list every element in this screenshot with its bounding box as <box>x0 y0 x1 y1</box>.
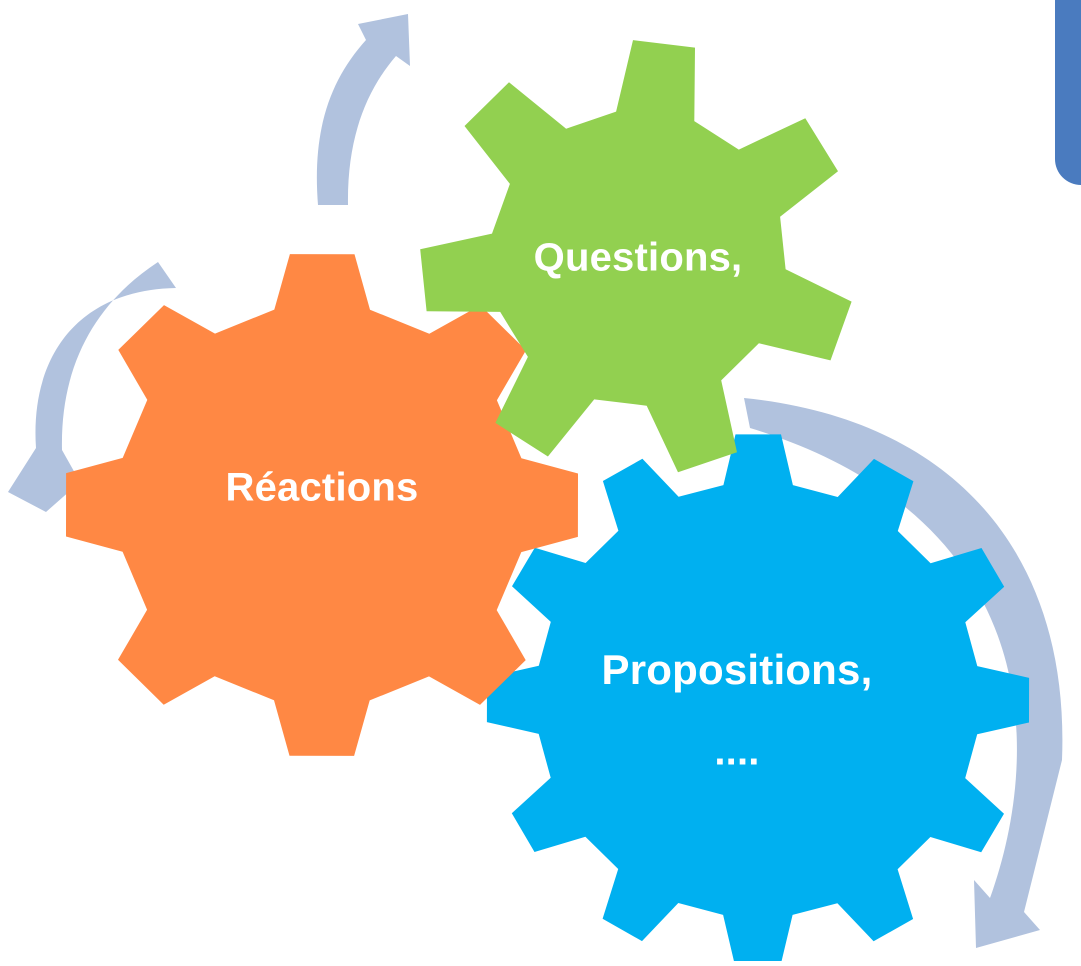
gear-propositions <box>486 434 1030 966</box>
arrow-right <box>744 398 1063 948</box>
gear-questions <box>420 40 852 473</box>
gear-label-propositions: Propositions, <box>601 646 873 693</box>
corner-box <box>1055 0 1081 185</box>
gear-label-questions: Questions, <box>533 235 743 280</box>
gear-label-reactions: Réactions <box>225 465 419 510</box>
gear-label-ellipsis: .... <box>714 729 760 774</box>
gear-reactions <box>66 254 578 756</box>
arrow-left <box>8 262 176 512</box>
arrow-top <box>316 14 410 205</box>
